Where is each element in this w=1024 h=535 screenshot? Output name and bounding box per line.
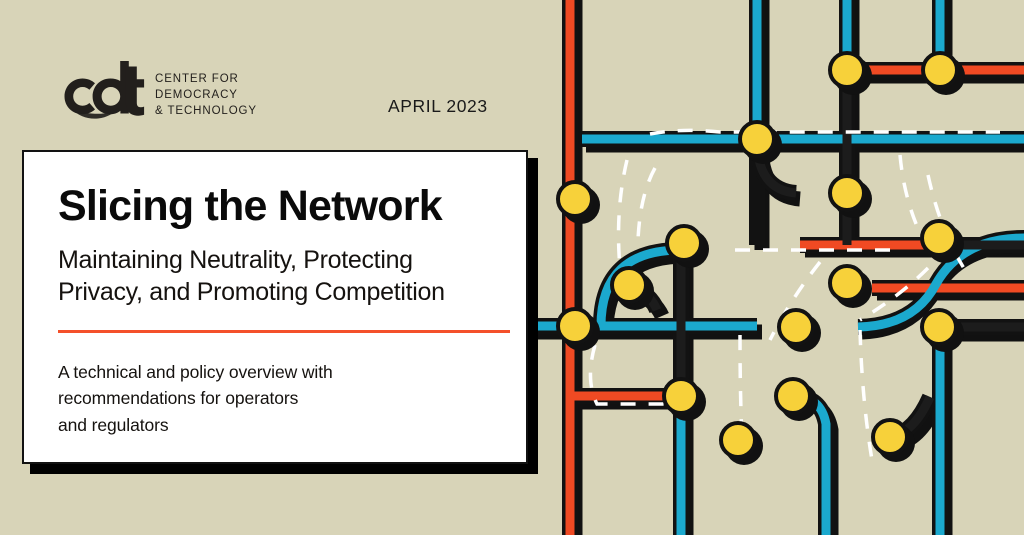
network-node xyxy=(610,266,648,304)
network-node xyxy=(920,308,958,346)
network-node xyxy=(828,264,866,302)
cdt-logo-wordmark: CENTER FOR DEMOCRACY & TECHNOLOGY xyxy=(155,73,257,118)
network-node xyxy=(662,377,700,415)
title-card: Slicing the Network Maintaining Neutrali… xyxy=(22,150,528,464)
network-node xyxy=(921,51,959,89)
network-node xyxy=(719,421,757,459)
network-node xyxy=(774,377,812,415)
network-node xyxy=(556,307,594,345)
page-title: Slicing the Network xyxy=(58,182,443,230)
network-node xyxy=(828,174,866,212)
network-node xyxy=(738,120,776,158)
page-description: A technical and policy overview with rec… xyxy=(58,361,333,435)
network-node xyxy=(828,51,866,89)
network-node-group xyxy=(556,51,965,465)
network-node xyxy=(777,308,815,346)
network-node xyxy=(556,180,594,218)
cdt-logo: CENTER FOR DEMOCRACY & TECHNOLOGY xyxy=(57,60,257,122)
network-node xyxy=(871,418,909,456)
network-node xyxy=(665,224,703,262)
network-node xyxy=(920,219,958,257)
page-subtitle: Maintaining Neutrality, Protecting Priva… xyxy=(58,246,445,306)
cdt-logo-icon xyxy=(64,61,145,119)
publication-date: APRIL 2023 xyxy=(388,96,488,116)
accent-divider xyxy=(58,329,510,333)
